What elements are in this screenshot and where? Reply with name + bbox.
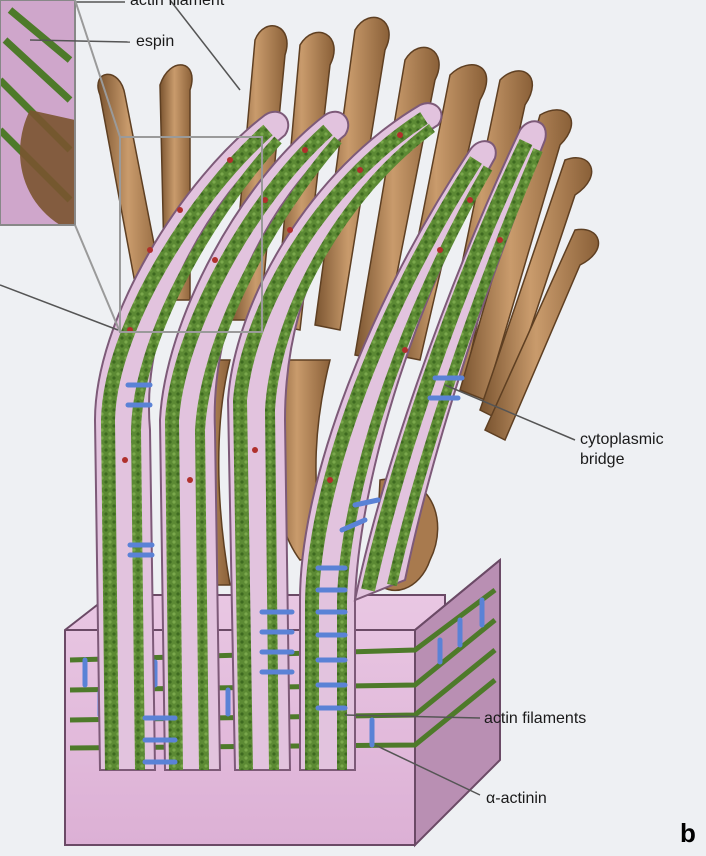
label-alpha-actinin: α-actinin [486, 790, 547, 807]
panel-letter: b [680, 818, 696, 848]
label-espin: espin [136, 33, 175, 50]
bundle-crosslinks [125, 375, 465, 765]
label-actin-filament: actin filament [130, 0, 225, 9]
leader-lines [0, 0, 576, 796]
label-cytoplasmic-bridge-line2: bridge [580, 451, 625, 468]
magnification-box [119, 136, 263, 333]
inset-connection-lines [74, 0, 121, 333]
label-actin-filaments: actin filaments [484, 710, 587, 727]
label-cytoplasmic-bridge-line1: cytoplasmic [580, 431, 664, 448]
inset-panel [0, 0, 76, 226]
espin-dots [122, 132, 503, 483]
